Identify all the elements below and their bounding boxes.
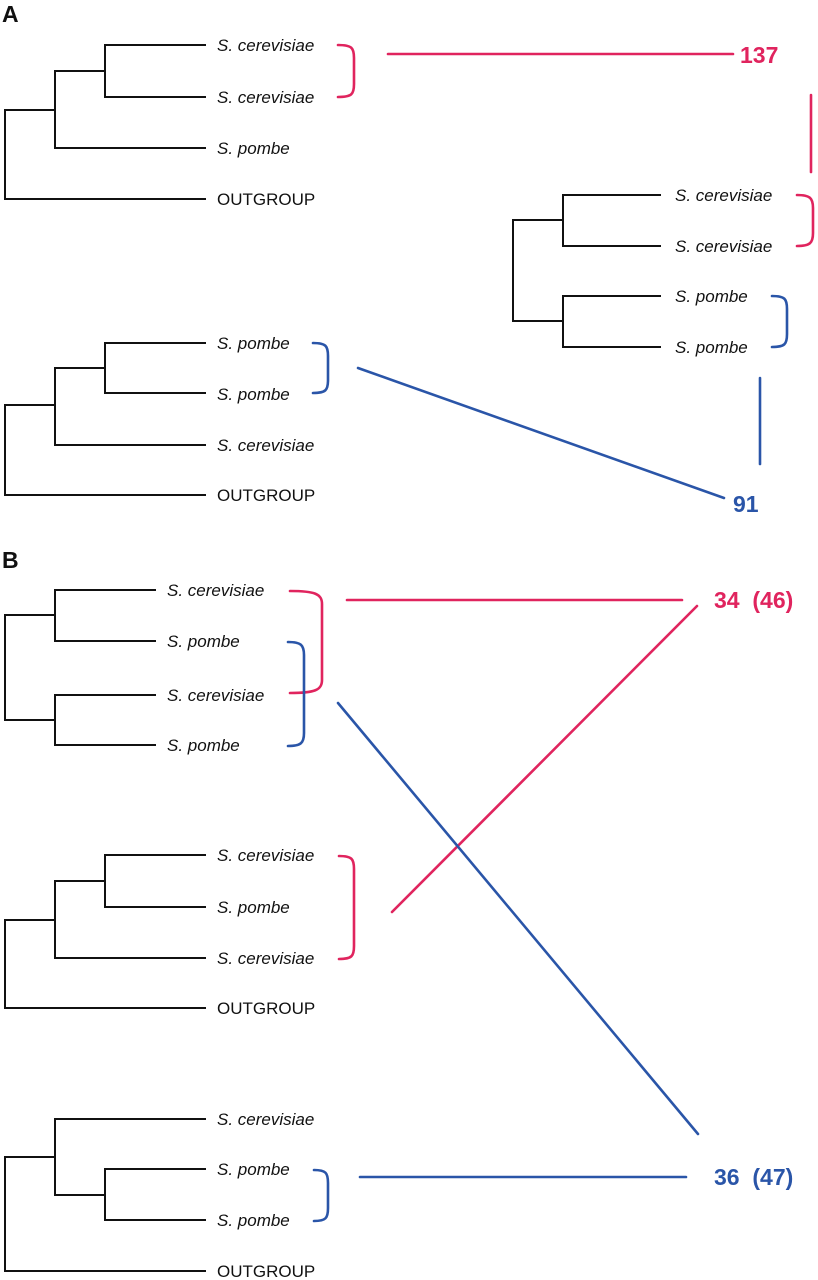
tree-a2-branches <box>4 342 206 496</box>
tree-a1-taxon-1: S. cerevisiae <box>217 36 314 55</box>
b-pombe-connector-1 <box>336 701 700 1136</box>
tree-a2-pombe-bracket <box>311 341 330 395</box>
tree-b3-taxon-1: S. cerevisiae <box>217 1110 314 1129</box>
tree-b1-branches <box>4 589 156 746</box>
tree-a3: S. cerevisiae S. cerevisiae S. pombe S. … <box>512 186 815 357</box>
tree-a1-outgroup: OUTGROUP <box>217 190 315 209</box>
tree-a3-branches <box>512 194 661 348</box>
b-pombe-count: 36 (47) <box>714 1164 793 1190</box>
tree-a1: S. cerevisiae S. cerevisiae S. pombe OUT… <box>4 36 356 209</box>
tree-a2-taxon-2: S. pombe <box>217 385 290 404</box>
tree-a2-taxon-1: S. pombe <box>217 334 290 353</box>
tree-b3-branches <box>4 1118 206 1272</box>
tree-a3-taxon-1: S. cerevisiae <box>675 186 772 205</box>
tree-b1: S. cerevisiae S. pombe S. cerevisiae S. … <box>4 581 324 755</box>
tree-a1-cerevisiae-bracket <box>336 43 356 99</box>
tree-b3-outgroup: OUTGROUP <box>217 1262 315 1280</box>
tree-b1-pombe-bracket <box>286 640 306 748</box>
tree-b2-cerevisiae-bracket <box>337 854 356 961</box>
tree-b1-taxon-3: S. cerevisiae <box>167 686 264 705</box>
panel-b-label: B <box>2 547 19 573</box>
tree-b1-taxon-1: S. cerevisiae <box>167 581 264 600</box>
tree-b2-branches <box>4 854 206 1009</box>
tree-a3-cerevisiae-bracket <box>795 193 815 248</box>
tree-b2-taxon-2: S. pombe <box>217 898 290 917</box>
b-cerevisiae-count: 34 (46) <box>714 587 793 613</box>
tree-b2-outgroup: OUTGROUP <box>217 999 315 1018</box>
tree-a2-taxon-3: S. cerevisiae <box>217 436 314 455</box>
a-cerevisiae-count: 137 <box>740 42 778 68</box>
tree-b2-taxon-3: S. cerevisiae <box>217 949 314 968</box>
tree-a2: S. pombe S. pombe S. cerevisiae OUTGROUP <box>4 334 330 505</box>
a-pombe-count: 91 <box>733 491 759 517</box>
tree-b2: S. cerevisiae S. pombe S. cerevisiae OUT… <box>4 846 356 1018</box>
tree-a1-branches <box>4 44 206 200</box>
tree-a2-outgroup: OUTGROUP <box>217 486 315 505</box>
tree-b1-taxon-4: S. pombe <box>167 736 240 755</box>
tree-b2-taxon-1: S. cerevisiae <box>217 846 314 865</box>
b-cerevisiae-connector-2 <box>390 604 699 914</box>
tree-b3-pombe-bracket <box>312 1168 330 1223</box>
tree-a3-taxon-4: S. pombe <box>675 338 748 357</box>
tree-b1-cerevisiae-bracket <box>288 589 324 695</box>
tree-b1-taxon-2: S. pombe <box>167 632 240 651</box>
panel-a-label: A <box>2 1 19 27</box>
tree-b3: S. cerevisiae S. pombe S. pombe OUTGROUP <box>4 1110 330 1280</box>
tree-a3-pombe-bracket <box>770 294 789 349</box>
tree-b3-taxon-3: S. pombe <box>217 1211 290 1230</box>
tree-a1-taxon-2: S. cerevisiae <box>217 88 314 107</box>
a-pombe-connector <box>356 366 726 500</box>
tree-a3-taxon-2: S. cerevisiae <box>675 237 772 256</box>
tree-a3-taxon-3: S. pombe <box>675 287 748 306</box>
tree-a1-taxon-3: S. pombe <box>217 139 290 158</box>
tree-b3-taxon-2: S. pombe <box>217 1160 290 1179</box>
